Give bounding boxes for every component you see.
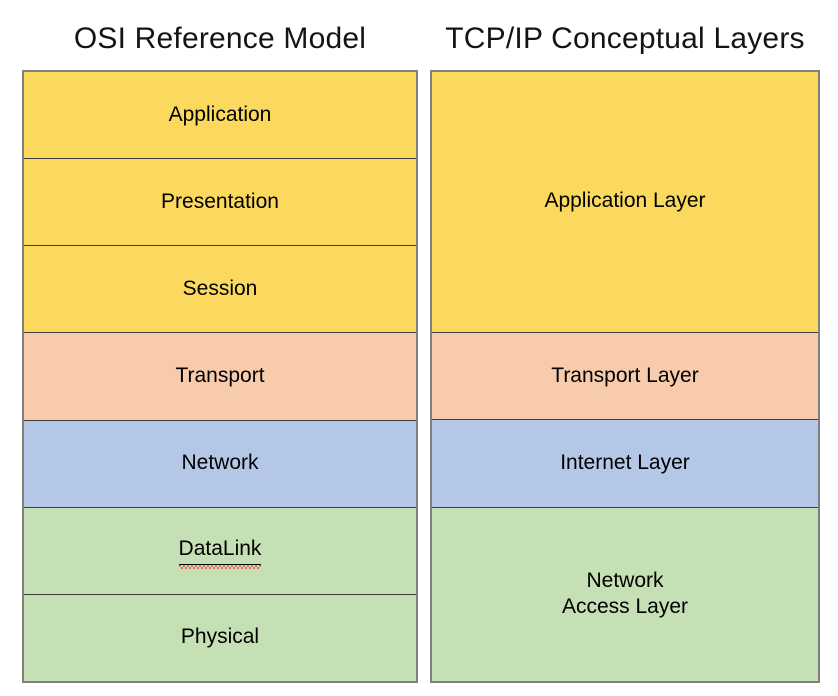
- osi-layer-datalink-label: DataLink: [178, 536, 262, 570]
- osi-layer-transport: Transport: [24, 333, 416, 421]
- osi-column-title: OSI Reference Model: [73, 22, 367, 55]
- tcpip-layer-internet-label: Internet Layer: [560, 451, 690, 475]
- osi-layer-transport-label: Transport: [175, 364, 265, 388]
- osi-layer-application: Application: [24, 72, 416, 160]
- osi-layer-session-label: Session: [182, 276, 258, 300]
- osi-layer-stack: Application Presentation Session Transpo…: [22, 70, 418, 683]
- tcpip-layer-transport: Transport Layer: [432, 332, 818, 421]
- osi-layer-application-label: Application: [168, 102, 272, 126]
- osi-layer-physical-label: Physical: [180, 625, 260, 649]
- tcpip-layer-application-label: Application Layer: [544, 189, 706, 213]
- tcpip-layer-application: Application Layer: [432, 72, 818, 333]
- tcpip-layer-network-access: Network Access Layer: [432, 507, 818, 682]
- osi-layer-presentation: Presentation: [24, 159, 416, 247]
- osi-layer-network-label: Network: [181, 451, 259, 475]
- osi-layer-network: Network: [24, 420, 416, 508]
- tcpip-layer-transport-label: Transport Layer: [551, 363, 699, 387]
- osi-layer-session: Session: [24, 246, 416, 334]
- osi-layer-physical: Physical: [24, 594, 416, 681]
- tcpip-column-title: TCP/IP Conceptual Layers: [445, 22, 805, 55]
- tcpip-layer-network-access-label: Network Access Layer: [561, 568, 689, 619]
- osi-layer-presentation-label: Presentation: [161, 189, 279, 213]
- osi-layer-datalink: DataLink: [24, 507, 416, 595]
- tcpip-layer-internet: Internet Layer: [432, 420, 818, 508]
- tcpip-layer-stack: Application Layer Transport Layer Intern…: [430, 70, 820, 683]
